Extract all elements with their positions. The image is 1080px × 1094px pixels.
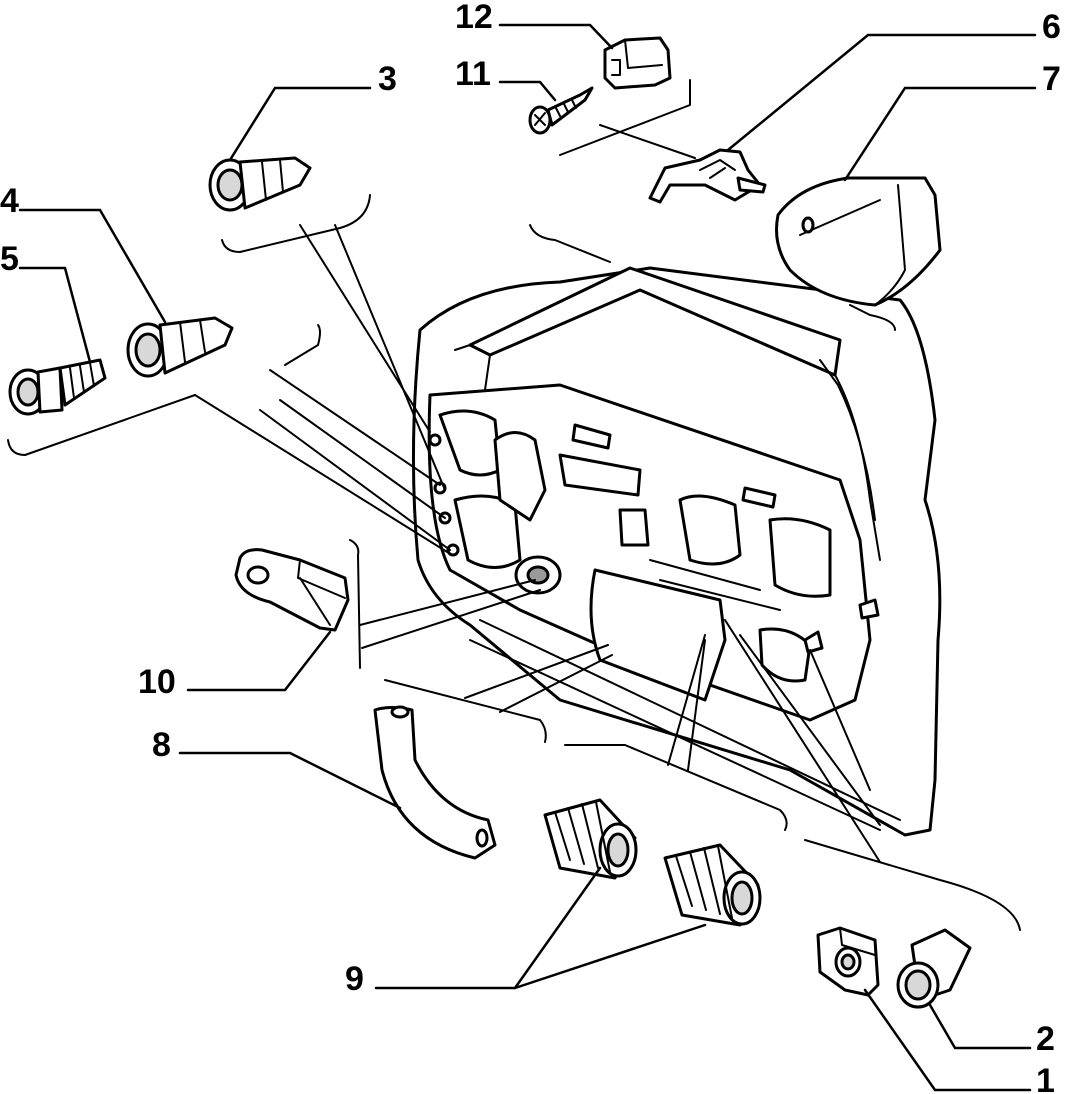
callout-5: 5 [0, 240, 19, 278]
callout-7: 7 [1042, 60, 1061, 98]
group-bracket-lines [7, 79, 1021, 931]
callout-8: 8 [152, 726, 171, 764]
callout-9: 9 [345, 960, 364, 998]
callout-10: 10 [138, 663, 176, 701]
callout-4: 4 [0, 182, 19, 220]
part-1-cage-nut [816, 926, 880, 997]
part-5-stud-bolt [8, 358, 107, 416]
part-10-strap [234, 548, 350, 632]
part-8-strip [373, 705, 497, 860]
part-12-clip [603, 36, 672, 90]
part-11-screw [528, 86, 594, 135]
door-panel [411, 266, 942, 837]
callout-3: 3 [378, 60, 397, 98]
callout-12: 12 [455, 0, 493, 36]
callout-1: 1 [1036, 1062, 1055, 1094]
callout-2: 2 [1036, 1020, 1055, 1058]
part-6-bracket [648, 148, 767, 204]
part-9-grommets [543, 798, 762, 927]
leader-lines [18, 23, 1037, 1092]
part-4-push-clip [126, 316, 234, 378]
callout-11: 11 [455, 55, 491, 93]
callout-6: 6 [1042, 8, 1061, 46]
part-3-push-clip [208, 156, 312, 212]
part-2-bushing [896, 928, 972, 1009]
part-7-cover [775, 176, 942, 307]
